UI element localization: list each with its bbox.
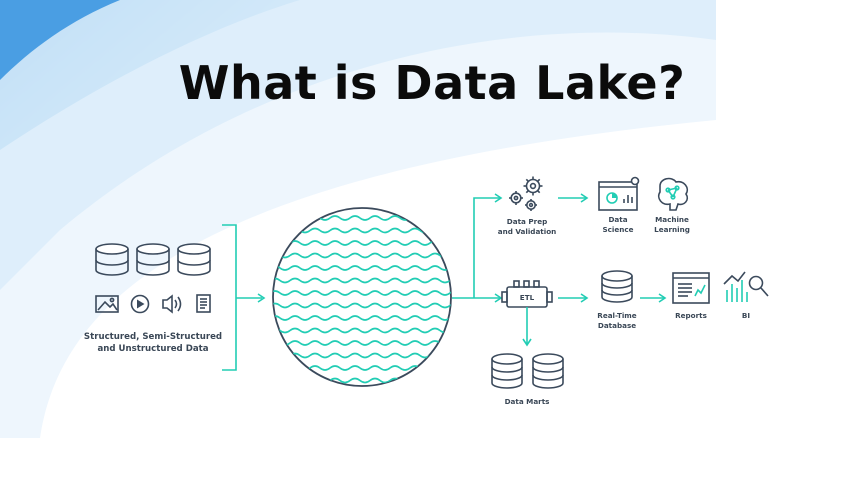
database-icon bbox=[532, 353, 564, 389]
machine-learning-label-line2: Learning bbox=[654, 225, 690, 234]
data-prep-label-line2: and Validation bbox=[498, 227, 557, 236]
source-bracket bbox=[222, 224, 237, 371]
data-science-label-line1: Data bbox=[608, 215, 627, 224]
brain-icon bbox=[657, 177, 689, 211]
data-lake-circle bbox=[272, 207, 452, 387]
flow-to-data-prep bbox=[473, 197, 500, 298]
arrowhead bbox=[257, 293, 266, 303]
dashboard-icon bbox=[598, 176, 640, 211]
etl-label: ETL bbox=[520, 293, 535, 302]
audio-icon bbox=[162, 294, 182, 314]
gear-icon bbox=[523, 176, 543, 196]
machine-learning-label-line1: Machine bbox=[655, 215, 689, 224]
database-icon bbox=[177, 243, 211, 276]
etl-machine-icon: ETL bbox=[501, 280, 553, 308]
database-icon bbox=[95, 243, 129, 276]
realtime-db-label-line2: Database bbox=[598, 321, 636, 330]
play-icon bbox=[130, 294, 150, 314]
data-prep-label-line1: Data Prep bbox=[507, 217, 547, 226]
sources-label-line2: and Unstructured Data bbox=[97, 344, 208, 354]
image-icon bbox=[95, 295, 119, 313]
realtime-db-label-line1: Real-Time bbox=[597, 311, 637, 320]
database-icon bbox=[491, 353, 523, 389]
slide-title: What is Data Lake? bbox=[178, 56, 686, 110]
database-icon bbox=[601, 270, 633, 303]
wave-line bbox=[273, 302, 451, 309]
sources-label-line1: Structured, Semi-Structured bbox=[84, 332, 222, 342]
bi-label: BI bbox=[742, 311, 750, 320]
document-icon bbox=[196, 294, 211, 313]
data-marts-label: Data Marts bbox=[505, 397, 550, 406]
report-icon bbox=[672, 272, 710, 304]
gear-icon bbox=[525, 199, 537, 211]
database-icon bbox=[136, 243, 170, 276]
wave-line bbox=[273, 290, 451, 296]
bi-chart-icon bbox=[723, 271, 769, 302]
reports-label: Reports bbox=[675, 311, 707, 320]
gear-icon bbox=[509, 191, 523, 205]
data-science-label-line2: Science bbox=[602, 225, 633, 234]
